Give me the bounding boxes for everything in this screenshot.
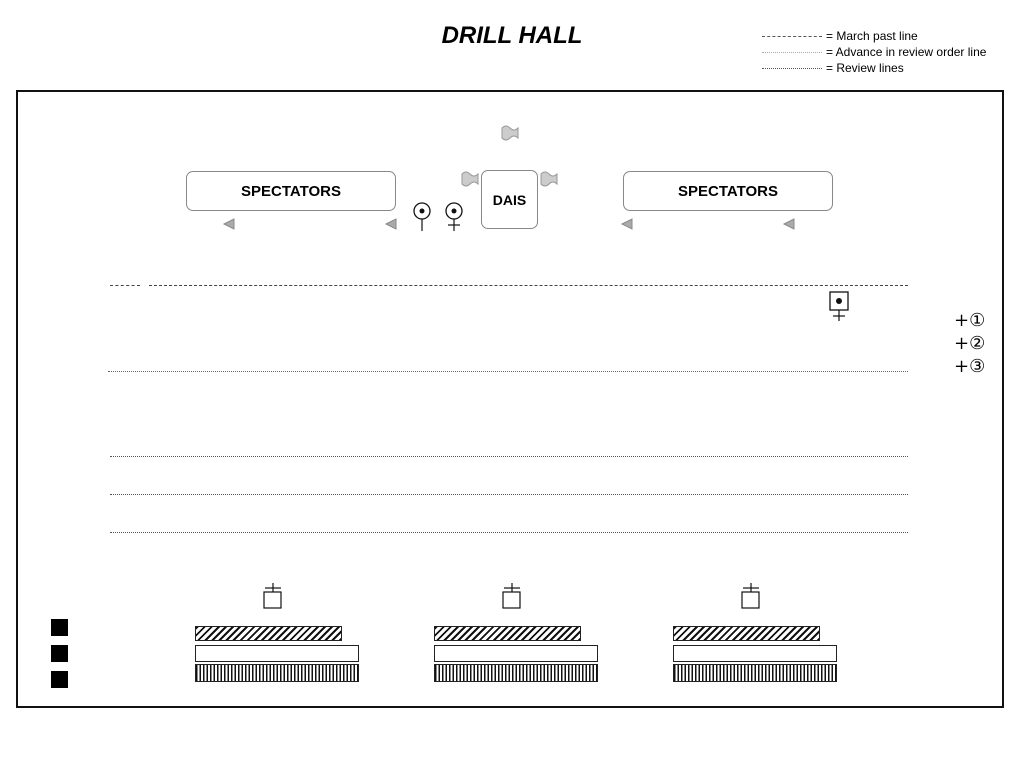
review-line [110, 456, 908, 457]
contingent-commander-icon [741, 583, 760, 609]
march-past-line [149, 285, 908, 286]
position-number: ③ [969, 356, 986, 377]
black-square-marker [51, 645, 68, 662]
contingent-front-rank [434, 626, 581, 641]
legend-label-advance: = Advance in review order line [826, 45, 987, 59]
parade-commander-icon [829, 291, 849, 321]
contingent-rear-rank [195, 664, 359, 682]
contingent-middle-rank [195, 645, 359, 662]
drill-hall-floor [16, 90, 1004, 708]
arrow-left-icon [782, 218, 795, 230]
march-past-line-segment [110, 285, 140, 286]
reviewing-officer-icon [413, 202, 431, 231]
flag-icon [501, 125, 519, 141]
black-square-marker [51, 619, 68, 636]
advance-review-order-line [108, 371, 908, 372]
contingent-middle-rank [673, 645, 837, 662]
page-title: DRILL HALL [441, 22, 583, 49]
position-number: ① [969, 310, 986, 331]
legend-march-past: = March past line [762, 29, 1022, 43]
flag-icon [461, 171, 479, 187]
contingent-commander-icon [263, 583, 282, 609]
legend-review-lines: = Review lines [762, 61, 1022, 75]
march-past-line-sample [762, 35, 822, 37]
review-line-sample [762, 67, 822, 69]
flag-icon [540, 171, 558, 187]
spectators-left: SPECTATORS [186, 171, 396, 211]
contingent-middle-rank [434, 645, 598, 662]
dais: DAIS [481, 170, 538, 229]
contingent-rear-rank [434, 664, 598, 682]
review-line [110, 532, 908, 533]
spectators-right: SPECTATORS [623, 171, 833, 211]
contingent-front-rank [673, 626, 820, 641]
contingent-rear-rank [673, 664, 837, 682]
contingent-front-rank [195, 626, 342, 641]
legend-label-review: = Review lines [826, 61, 904, 75]
position-marker-3: +③ [954, 356, 986, 377]
arrow-left-icon [620, 218, 633, 230]
position-number: ② [969, 333, 986, 354]
legend-advance-review: = Advance in review order line [762, 45, 1022, 59]
arrow-left-icon [384, 218, 397, 230]
arrow-left-icon [222, 218, 235, 230]
review-line [110, 494, 908, 495]
accompanying-officer-icon [445, 202, 463, 231]
black-square-marker [51, 671, 68, 688]
contingent-commander-icon [502, 583, 521, 609]
position-marker-1: +① [954, 310, 986, 331]
legend-label-march-past: = March past line [826, 29, 918, 43]
position-marker-2: +② [954, 333, 986, 354]
advance-line-sample [762, 51, 822, 53]
